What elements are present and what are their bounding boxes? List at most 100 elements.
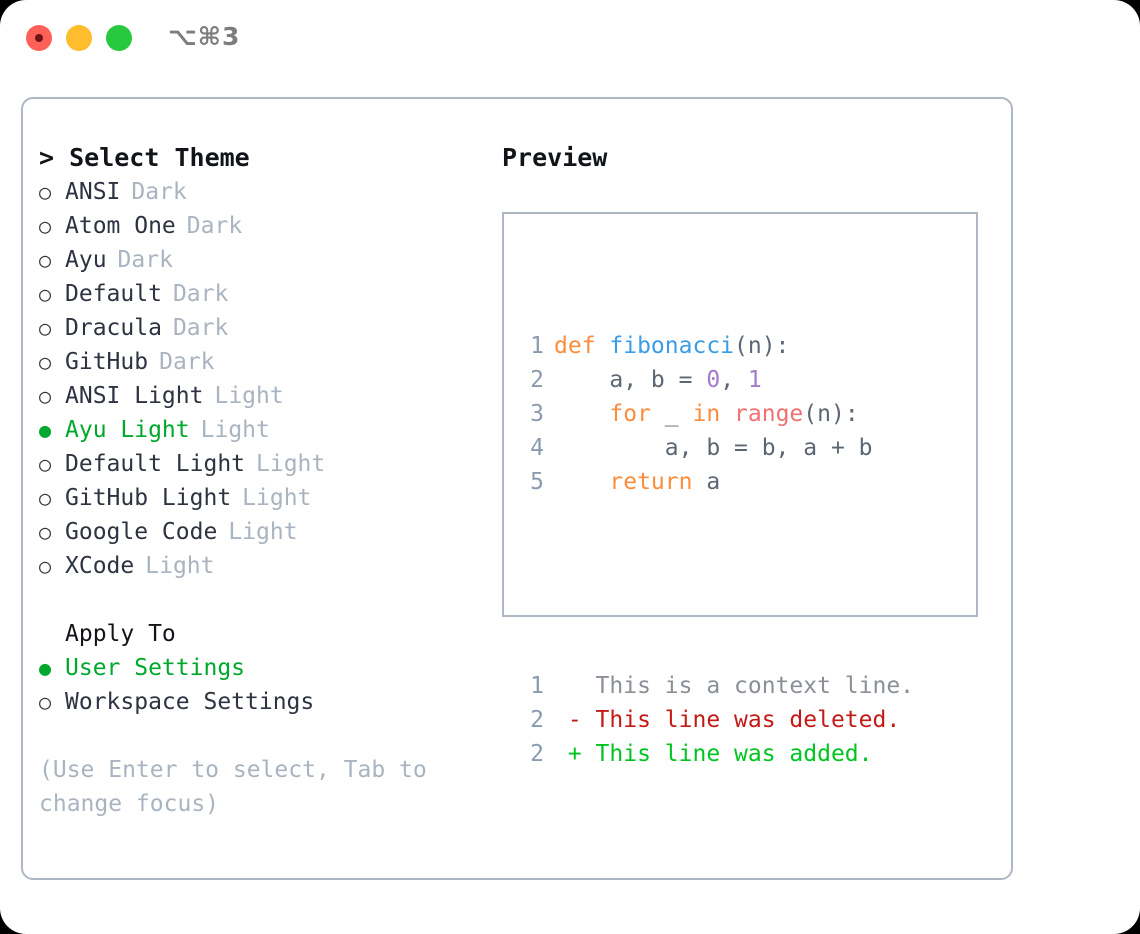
theme-option-variant: Dark — [186, 213, 243, 239]
code-spacer — [518, 567, 976, 601]
code-token-kw: def — [554, 333, 610, 359]
theme-option-label: Default Light — [65, 451, 246, 477]
theme-option-dracula[interactable]: ○ Dracula Dark — [39, 311, 479, 345]
diff-line-context: 1 This is a context line. — [518, 669, 976, 703]
diff-line-text: - This line was deleted. — [554, 707, 901, 733]
radio-unselected-icon: ○ — [39, 214, 52, 238]
radio-unselected-icon: ○ — [39, 180, 52, 204]
code-line: 3 for _ in range(n): — [518, 397, 976, 431]
diff-line-number: 2 — [530, 741, 544, 767]
radio-unselected-icon: ○ — [39, 248, 52, 272]
code-line-text: a, b = b, a + b — [554, 431, 873, 465]
apply-to-heading: Apply To — [65, 621, 176, 647]
code-line-text: a, b = 0, 1 — [554, 363, 762, 397]
code-token-plain: a — [692, 469, 721, 495]
code-token-plain: a, b = — [554, 367, 707, 393]
code-token-num: 1 — [747, 367, 762, 393]
code-token-plain: , — [720, 367, 748, 393]
radio-unselected-icon: ○ — [39, 384, 52, 408]
apply-to-section: Apply To ● User Settings ○Workspace Settin… — [39, 617, 479, 719]
theme-option-label: Dracula — [65, 315, 162, 341]
zoom-button-icon[interactable] — [106, 25, 132, 51]
preview-heading: Preview — [502, 143, 608, 172]
minimize-button-icon[interactable] — [66, 25, 92, 51]
radio-unselected-icon: ○ — [39, 350, 52, 374]
theme-option-variant: Light — [200, 417, 270, 443]
theme-option-default-light[interactable]: ○ Default Light Light — [39, 447, 479, 481]
code-token-kw: for — [609, 401, 651, 427]
code-token-plain — [720, 401, 734, 427]
code-token-plain: a, b = b, a + b — [554, 435, 873, 461]
code-line-text: def fibonacci(n): — [554, 329, 789, 363]
code-token-plain — [554, 401, 609, 427]
code-token-plain: _ — [650, 401, 693, 427]
diff-line-number: 2 — [530, 707, 544, 733]
code-token-punc: (n): — [734, 333, 790, 359]
code-token-fn: fibonacci — [609, 333, 735, 359]
code-line-number: 2 — [530, 367, 544, 393]
theme-option-default[interactable]: ○ Default Dark — [39, 277, 479, 311]
radio-unselected-icon: ○ — [39, 452, 52, 476]
theme-option-label: XCode — [65, 553, 135, 579]
theme-option-label: Atom One — [65, 213, 176, 239]
theme-option-github[interactable]: ○ GitHub Dark — [39, 345, 479, 379]
code-line: 5 return a — [518, 465, 976, 499]
theme-option-variant: Dark — [131, 179, 187, 205]
theme-option-label: Google Code — [65, 519, 218, 545]
theme-option-variant: Light — [228, 519, 298, 545]
radio-selected-icon: ● — [39, 656, 52, 680]
apply-to-list: ● User Settings ○Workspace Settings — [39, 651, 479, 719]
apply-to-option-workspace-settings[interactable]: ○Workspace Settings — [39, 685, 479, 719]
radio-unselected-icon: ○ — [39, 316, 52, 340]
code-token-num: 0 — [706, 367, 721, 393]
theme-option-ayu-light[interactable]: ● Ayu Light Light — [39, 413, 479, 447]
diff-line-del: 2 - This line was deleted. — [518, 703, 976, 737]
theme-option-label: Ayu Light — [65, 417, 190, 443]
theme-option-variant: Dark — [172, 315, 229, 341]
keyboard-hint-text: (Use Enter to select, Tab to change focu… — [39, 757, 427, 817]
apply-to-option-label: User Settings — [65, 655, 246, 681]
theme-option-google-code[interactable]: ○ Google Code Light — [39, 515, 479, 549]
theme-option-variant: Dark — [159, 349, 215, 375]
theme-option-variant: Light — [214, 383, 284, 409]
theme-option-variant: Dark — [172, 281, 229, 307]
title-bar: ⌥⌘3 — [0, 0, 1140, 76]
window-controls — [26, 25, 132, 51]
apply-to-option-label: Workspace Settings — [65, 689, 315, 715]
radio-selected-icon: ● — [39, 418, 52, 442]
code-line-number: 4 — [530, 435, 544, 461]
theme-option-variant: Light — [256, 451, 326, 477]
diff-lines: 1 This is a context line.2 - This line w… — [518, 669, 976, 771]
theme-option-label: Default — [65, 281, 162, 307]
radio-unselected-icon: ○ — [39, 282, 52, 306]
code-line-number: 1 — [530, 333, 544, 359]
radio-unselected-icon: ○ — [39, 520, 52, 544]
code-line-text: return a — [554, 465, 720, 499]
close-button-icon[interactable] — [26, 25, 52, 51]
apply-to-option-user-settings[interactable]: ● User Settings — [39, 651, 479, 685]
diff-line-add: 2 + This line was added. — [518, 737, 976, 771]
code-line-number: 5 — [530, 469, 544, 495]
code-line: 1 def fibonacci(n): — [518, 329, 976, 363]
theme-option-atom-one[interactable]: ○ Atom One Dark — [39, 209, 479, 243]
code-line: 4 a, b = b, a + b — [518, 431, 976, 465]
code-line-text: for _ in range(n): — [554, 397, 858, 431]
theme-option-variant: Light — [145, 553, 215, 579]
keyboard-shortcut-label: ⌥⌘3 — [168, 22, 241, 51]
theme-option-variant: Dark — [117, 247, 173, 273]
code-token-kw: return — [609, 469, 693, 495]
theme-option-label: GitHub — [65, 349, 149, 375]
